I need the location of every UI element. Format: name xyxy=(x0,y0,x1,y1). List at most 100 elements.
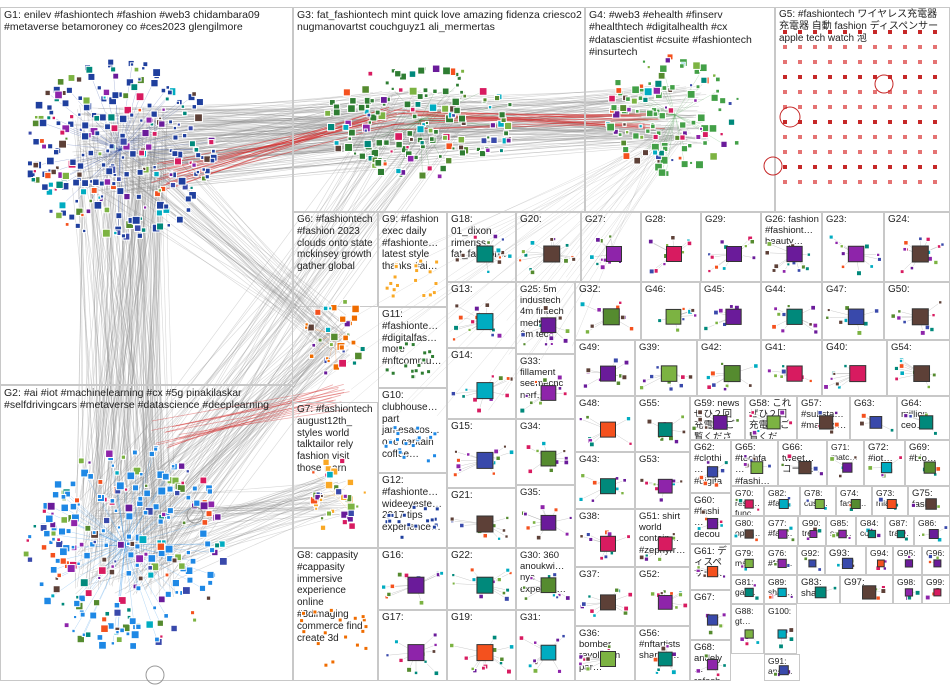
node xyxy=(563,450,566,453)
node xyxy=(798,60,803,65)
node xyxy=(487,270,490,273)
node xyxy=(772,324,777,329)
node xyxy=(751,411,755,415)
node xyxy=(415,269,419,273)
node xyxy=(167,224,170,227)
node xyxy=(446,158,452,164)
node xyxy=(454,107,461,114)
node xyxy=(813,135,818,140)
node xyxy=(710,371,715,376)
node xyxy=(791,538,795,542)
node xyxy=(76,77,81,82)
node xyxy=(158,189,161,192)
node xyxy=(410,138,414,142)
node xyxy=(600,265,605,270)
node xyxy=(182,134,186,138)
node xyxy=(388,519,392,523)
node xyxy=(711,94,718,101)
node xyxy=(153,166,156,169)
node xyxy=(152,131,157,136)
node xyxy=(162,512,166,516)
node xyxy=(146,621,153,628)
node xyxy=(128,552,134,558)
node xyxy=(623,147,629,153)
node xyxy=(783,60,788,65)
node xyxy=(404,101,411,108)
node xyxy=(828,75,833,80)
node xyxy=(779,500,788,509)
node xyxy=(494,449,499,454)
node xyxy=(757,508,760,511)
node xyxy=(712,383,717,388)
node xyxy=(215,514,221,520)
node xyxy=(348,105,356,113)
node xyxy=(102,557,107,562)
node xyxy=(918,165,923,170)
node xyxy=(798,165,803,170)
node xyxy=(648,239,653,244)
node xyxy=(838,474,842,478)
node xyxy=(748,384,752,388)
node xyxy=(323,459,329,465)
node xyxy=(477,516,493,532)
node xyxy=(104,179,110,185)
node xyxy=(42,184,49,191)
node xyxy=(101,529,105,533)
node xyxy=(929,530,938,539)
node xyxy=(348,129,355,136)
node xyxy=(100,195,103,198)
node xyxy=(194,500,200,506)
node xyxy=(59,140,67,148)
node xyxy=(94,201,102,209)
node xyxy=(185,196,191,202)
node xyxy=(151,80,158,87)
node xyxy=(783,180,788,185)
node xyxy=(483,533,488,538)
node xyxy=(361,615,365,619)
node xyxy=(888,30,893,35)
node xyxy=(434,671,439,676)
node xyxy=(658,652,672,666)
node xyxy=(132,450,137,455)
node xyxy=(615,80,621,86)
node xyxy=(487,241,491,245)
node xyxy=(451,391,455,395)
node xyxy=(200,477,207,484)
node xyxy=(858,165,863,170)
node xyxy=(471,320,475,324)
node xyxy=(206,596,210,600)
node xyxy=(918,45,923,50)
node xyxy=(434,282,438,286)
node xyxy=(465,388,468,391)
node xyxy=(83,104,90,111)
node xyxy=(944,526,948,530)
node xyxy=(806,537,810,541)
node xyxy=(569,516,572,519)
node xyxy=(494,96,499,101)
node xyxy=(813,30,818,35)
node xyxy=(46,515,54,523)
node xyxy=(858,105,863,110)
node xyxy=(660,592,663,595)
node xyxy=(591,499,594,502)
node xyxy=(364,129,367,132)
node xyxy=(72,629,75,632)
node xyxy=(138,108,142,112)
node xyxy=(601,536,616,551)
node xyxy=(66,87,72,93)
node xyxy=(934,560,941,567)
node xyxy=(370,99,374,103)
node xyxy=(798,105,803,110)
node xyxy=(61,517,68,524)
node xyxy=(219,557,227,565)
node xyxy=(35,101,43,109)
node xyxy=(658,169,665,176)
node xyxy=(736,419,740,423)
node xyxy=(32,120,39,127)
node xyxy=(305,326,308,329)
node xyxy=(826,316,829,319)
node xyxy=(33,139,39,145)
node xyxy=(464,656,468,660)
node xyxy=(752,256,756,260)
node xyxy=(488,106,491,109)
